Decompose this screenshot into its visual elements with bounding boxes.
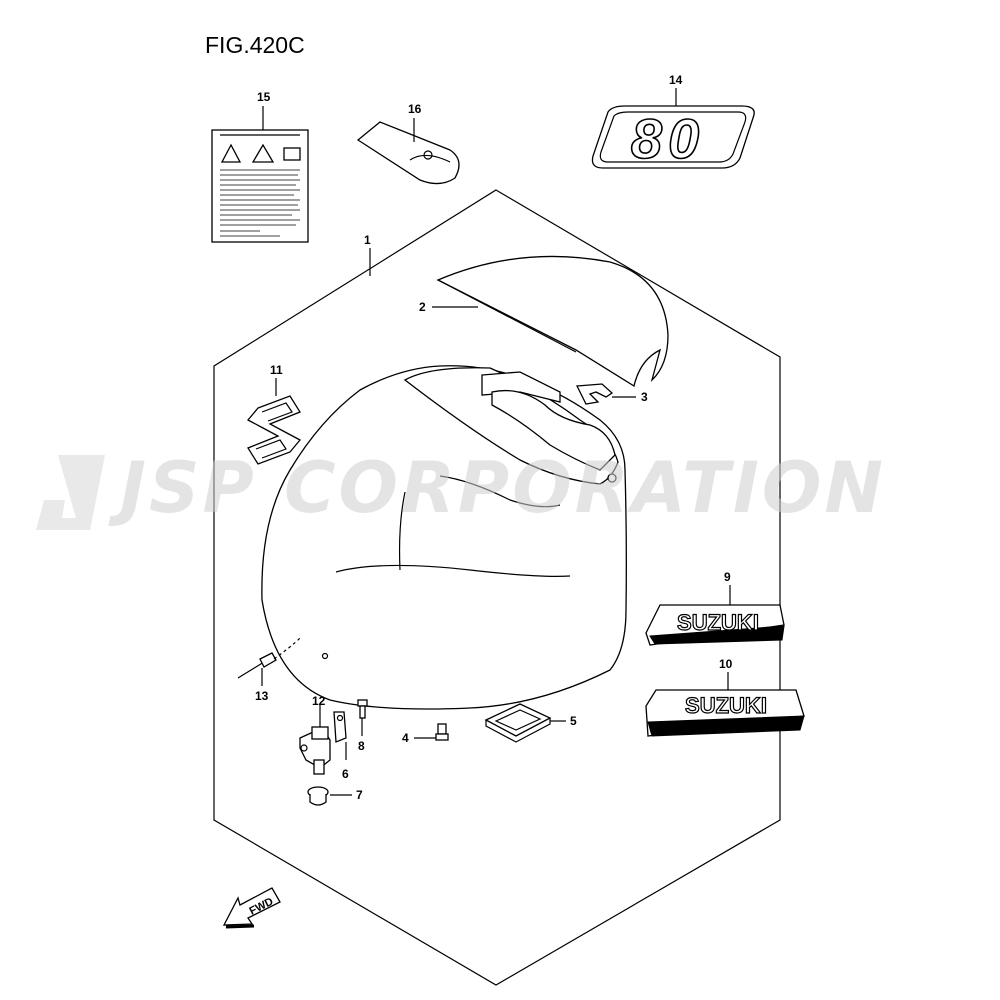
part-7-bushing[interactable] <box>307 786 329 806</box>
part-12-latch[interactable] <box>299 726 331 775</box>
part-2-top-cover[interactable] <box>436 255 669 388</box>
callout-1[interactable]: 1 <box>364 233 371 247</box>
callout-2[interactable]: 2 <box>419 300 426 314</box>
part-16-pad[interactable] <box>356 121 460 185</box>
callout-6[interactable]: 6 <box>342 767 349 781</box>
watermark-text: JSP CORPORATION <box>108 447 886 529</box>
part-5-grommet[interactable] <box>484 703 552 743</box>
callout-13[interactable]: 13 <box>255 689 269 703</box>
fwd-direction-arrow: FWD <box>222 887 281 929</box>
callout-4[interactable]: 4 <box>402 731 409 745</box>
part-11-s-emblem[interactable] <box>246 395 302 465</box>
callout-12[interactable]: 12 <box>312 694 326 708</box>
callout-10[interactable]: 10 <box>719 657 733 671</box>
assembly-frame <box>213 189 781 986</box>
label-text-lines <box>220 169 300 237</box>
callout-7[interactable]: 7 <box>356 788 363 802</box>
brand-text-lower: SUZUKI <box>685 693 767 718</box>
part-3-clip[interactable] <box>575 383 614 405</box>
part-8-screw[interactable] <box>357 699 368 719</box>
figure-title: FIG.420C <box>205 32 305 58</box>
callout-15[interactable]: 15 <box>257 90 271 104</box>
callout-11[interactable]: 11 <box>270 363 283 377</box>
callout-14[interactable]: 14 <box>669 73 683 87</box>
hidden-line-13 <box>273 637 301 660</box>
part-13-pin[interactable] <box>237 652 277 679</box>
callout-5[interactable]: 5 <box>570 714 577 728</box>
part-4-bolt[interactable] <box>435 723 449 741</box>
part-1-engine-cover[interactable] <box>261 365 627 710</box>
callout-9[interactable]: 9 <box>724 570 731 584</box>
callout-3[interactable]: 3 <box>641 390 648 404</box>
brand-text-upper: SUZUKI <box>677 610 759 635</box>
part-10-suzuki-decal[interactable]: SUZUKI <box>645 689 805 737</box>
callout-8[interactable]: 8 <box>358 739 365 753</box>
part-14-model-decal[interactable]: 80 <box>591 105 755 171</box>
part-6-hook[interactable] <box>333 711 347 743</box>
watermark: JSP CORPORATION <box>36 447 886 530</box>
model-number-text: 80 <box>631 107 705 170</box>
callout-16[interactable]: 16 <box>408 102 422 116</box>
part-9-suzuki-decal[interactable]: SUZUKI <box>645 604 785 646</box>
part-15-warning-label[interactable] <box>211 129 309 243</box>
